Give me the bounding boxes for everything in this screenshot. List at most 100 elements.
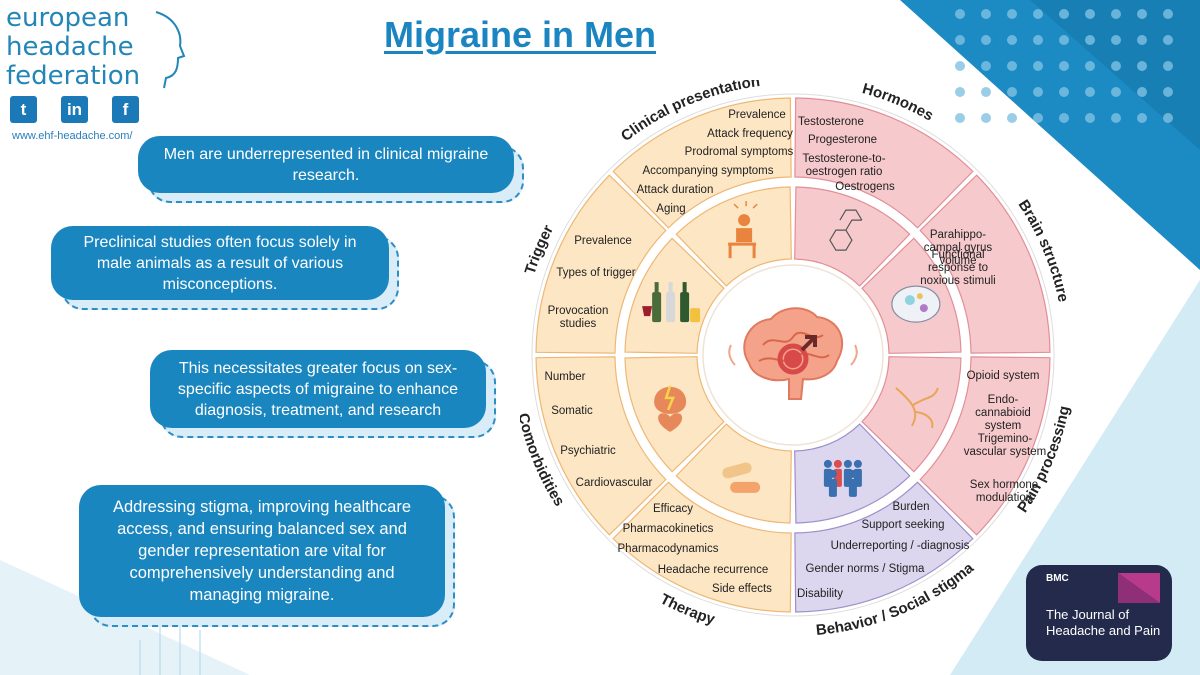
journal-corner-graphic bbox=[1118, 573, 1160, 603]
wheel-outer-segment bbox=[612, 481, 792, 613]
wheel-item-label: Psychiatric bbox=[560, 445, 616, 457]
decor-dot bbox=[1111, 9, 1121, 19]
decor-dot bbox=[1059, 61, 1069, 71]
website-link[interactable]: www.ehf-headache.com/ bbox=[12, 130, 133, 142]
decor-dot bbox=[1163, 87, 1173, 97]
wheel-item-label: Testosterone bbox=[798, 116, 864, 128]
facebook-icon[interactable]: f bbox=[112, 96, 139, 123]
decor-dot bbox=[1007, 9, 1017, 19]
decor-dot bbox=[1163, 113, 1173, 123]
dot-pattern bbox=[955, 9, 1173, 123]
wheel-outer-segment bbox=[535, 174, 667, 354]
social-links: t in f bbox=[10, 96, 139, 123]
journal-logo[interactable]: BMC The Journal of Headache and Pain bbox=[1026, 565, 1172, 661]
decor-dot bbox=[1163, 9, 1173, 19]
wheel-item-label: Efficacy bbox=[653, 503, 693, 515]
wheel-item-label: Testosterone-to-oestrogen ratio bbox=[802, 153, 885, 178]
info-box-1: Men are underrepresented in clinical mig… bbox=[138, 136, 524, 203]
journal-name-line-1: The Journal of bbox=[1046, 607, 1130, 622]
journal-name: The Journal of Headache and Pain bbox=[1046, 607, 1160, 639]
info-box-3: This necessitates greater focus on sex-s… bbox=[150, 350, 496, 438]
decor-dot bbox=[1033, 87, 1043, 97]
decor-dot bbox=[1137, 35, 1147, 45]
headache-person-icon bbox=[728, 201, 758, 259]
wheel-item-label: Progesterone bbox=[808, 134, 877, 146]
decor-dot bbox=[1059, 35, 1069, 45]
decor-dot bbox=[1111, 87, 1121, 97]
decor-dot bbox=[1085, 61, 1095, 71]
decor-dot bbox=[955, 87, 965, 97]
wheel-outer-segment bbox=[919, 356, 1051, 536]
decor-dot bbox=[1007, 35, 1017, 45]
decor-dot bbox=[981, 113, 991, 123]
brain-scan-icon bbox=[891, 285, 941, 323]
journal-name-line-2: Headache and Pain bbox=[1046, 623, 1161, 638]
alcohol-bottles-icon bbox=[642, 282, 701, 323]
wheel-inner-segment bbox=[794, 186, 911, 287]
logo-line-2: headache bbox=[6, 32, 134, 62]
decor-dot bbox=[1111, 35, 1121, 45]
wheel-item-label: Gender norms / Stigma bbox=[806, 563, 925, 575]
decor-dot bbox=[1137, 113, 1147, 123]
wheel-item-label: Attack duration bbox=[637, 184, 714, 196]
wheel-inner-segment bbox=[861, 356, 962, 473]
head-profile-icon bbox=[155, 11, 186, 89]
decor-dot bbox=[1137, 9, 1147, 19]
wheel-item-label: Number bbox=[545, 371, 586, 383]
pills-icon bbox=[722, 462, 761, 493]
decor-dot bbox=[1163, 61, 1173, 71]
wheel-item-label: Attack frequency bbox=[707, 128, 793, 140]
decor-dot bbox=[1111, 113, 1121, 123]
wheel-item-label: Accompanying symptoms bbox=[642, 165, 773, 177]
wheel-item-label: Aging bbox=[656, 203, 685, 215]
decor-dot bbox=[1033, 113, 1043, 123]
people-group-icon bbox=[823, 459, 862, 497]
wheel-item-label: Opioid system bbox=[967, 370, 1040, 382]
decor-dot bbox=[981, 87, 991, 97]
ehf-logo[interactable]: european headache federation bbox=[6, 4, 186, 91]
linkedin-icon[interactable]: in bbox=[61, 96, 88, 123]
wheel-item-label: Prodromal symptoms bbox=[685, 146, 794, 158]
heart-brain-icon bbox=[654, 385, 687, 432]
top-right-dark-triangle bbox=[1030, 0, 1200, 150]
decor-dot bbox=[1085, 113, 1095, 123]
wheel-item-label: Pharmacokinetics bbox=[623, 523, 714, 535]
decor-dot bbox=[1059, 9, 1069, 19]
wheel-outer-segment bbox=[535, 356, 667, 536]
migraine-factors-wheel: TestosteroneProgesteroneTestosterone-to-… bbox=[520, 80, 1073, 639]
wheel-inner-segment bbox=[675, 186, 792, 287]
wheel-outer-segment bbox=[612, 97, 792, 229]
wheel-item-label: Support seeking bbox=[861, 519, 944, 531]
wheel-item-label: Somatic bbox=[551, 405, 593, 417]
wheel-outer-segment bbox=[794, 481, 974, 613]
decor-dot bbox=[981, 61, 991, 71]
decor-dot bbox=[981, 9, 991, 19]
decor-dot bbox=[955, 61, 965, 71]
info-box-text: Addressing stigma, improving healthcare … bbox=[79, 485, 445, 617]
wheel-item-label: Prevalence bbox=[574, 235, 632, 247]
decor-dot bbox=[1085, 9, 1095, 19]
decor-dot bbox=[1059, 87, 1069, 97]
wheel-item-label: Side effects bbox=[712, 583, 772, 595]
decor-dot bbox=[955, 35, 965, 45]
page-title: Migraine in Men bbox=[383, 14, 657, 55]
publisher-label: BMC bbox=[1046, 573, 1069, 584]
wheel-item-label: Burden bbox=[892, 501, 929, 513]
wheel-item-label: Trigemino-vascular system bbox=[964, 433, 1046, 458]
wheel-item-label: Oestrogens bbox=[835, 181, 895, 193]
decor-dot bbox=[1059, 113, 1069, 123]
decor-dot bbox=[1137, 61, 1147, 71]
info-box-text: Preclinical studies often focus solely i… bbox=[51, 226, 389, 300]
decor-dot bbox=[1033, 35, 1043, 45]
decor-dot bbox=[1007, 113, 1017, 123]
wheel-item-label: Prevalence bbox=[728, 109, 786, 121]
info-box-text: This necessitates greater focus on sex-s… bbox=[150, 350, 486, 428]
decor-dot bbox=[981, 35, 991, 45]
decor-dot bbox=[955, 113, 965, 123]
twitter-icon[interactable]: t bbox=[10, 96, 37, 123]
decor-dot bbox=[1007, 87, 1017, 97]
info-box-4: Addressing stigma, improving healthcare … bbox=[79, 485, 455, 627]
wheel-item-label: Cardiovascular bbox=[576, 477, 653, 489]
wheel-item-label: Types of trigger bbox=[556, 267, 635, 279]
